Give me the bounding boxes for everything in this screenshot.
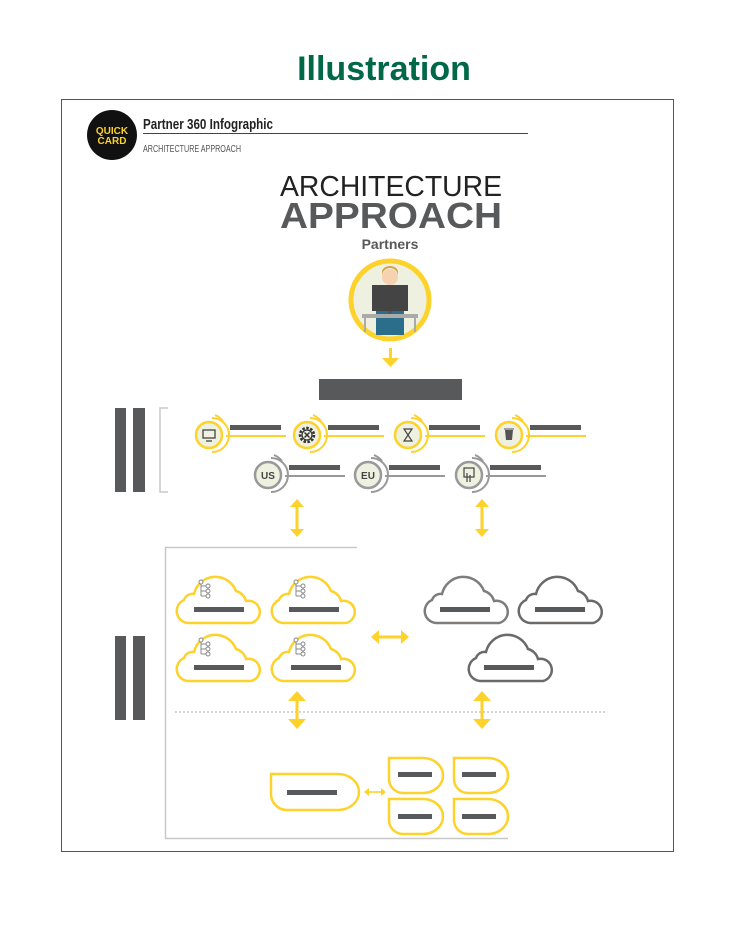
layer-marker-bar bbox=[133, 636, 145, 720]
double-arrow-horizontal-icon bbox=[364, 788, 386, 796]
cloud-yellow bbox=[175, 575, 262, 625]
layer-marker-bar bbox=[115, 636, 126, 720]
hourglass-icon bbox=[402, 428, 414, 442]
card-title: Partner 360 Infographic bbox=[143, 116, 273, 133]
actor-label: Partners bbox=[362, 236, 419, 252]
double-arrow-vertical-icon bbox=[288, 691, 306, 729]
trash-icon bbox=[504, 428, 514, 440]
card-subtitle: ARCHITECTURE APPROACH bbox=[143, 144, 241, 155]
service-hand-card bbox=[454, 454, 546, 493]
page-title: Illustration bbox=[297, 50, 471, 88]
hand-card-icon bbox=[463, 467, 475, 482]
cloud-yellow bbox=[175, 633, 262, 683]
region-eu: EU bbox=[353, 454, 445, 493]
eu-icon: EU bbox=[361, 471, 375, 482]
double-arrow-vertical-icon bbox=[473, 691, 491, 729]
heading-bold: APPROACH bbox=[280, 195, 502, 236]
data-source-main bbox=[269, 772, 361, 812]
monitor-icon bbox=[202, 429, 216, 442]
data-source-small bbox=[387, 756, 445, 795]
double-arrow-horizontal-icon bbox=[371, 630, 409, 644]
data-source-small bbox=[452, 797, 510, 836]
card-frame bbox=[61, 99, 674, 852]
layer-marker-bar bbox=[115, 408, 126, 492]
heading-light: ARCHITECTURE bbox=[280, 171, 502, 203]
double-arrow-vertical-icon bbox=[290, 499, 304, 537]
cloud-gray bbox=[423, 575, 510, 625]
service-trash bbox=[494, 414, 586, 453]
layer-marker-bar bbox=[133, 408, 145, 492]
data-source-small bbox=[452, 756, 510, 795]
arrow-down-icon bbox=[382, 348, 399, 367]
cloud-gray bbox=[517, 575, 604, 625]
service-monitor bbox=[194, 414, 286, 453]
quick-card-badge bbox=[87, 110, 137, 160]
service-hourglass bbox=[393, 414, 485, 453]
us-icon: US bbox=[261, 471, 275, 482]
double-arrow-vertical-icon bbox=[475, 499, 489, 537]
data-source-small bbox=[387, 797, 445, 836]
cloud-yellow bbox=[270, 633, 357, 683]
panel-border bbox=[164, 546, 508, 840]
badge-line2: CARD bbox=[98, 136, 127, 147]
gateway-bar bbox=[319, 379, 462, 400]
gear-icon bbox=[298, 426, 316, 444]
bracket bbox=[159, 407, 168, 493]
badge-line1: QUICK bbox=[96, 126, 129, 137]
cloud-gray bbox=[467, 633, 554, 683]
cloud-yellow bbox=[270, 575, 357, 625]
region-us: US bbox=[253, 454, 345, 493]
service-gear bbox=[292, 414, 384, 453]
partner-avatar bbox=[348, 258, 432, 342]
